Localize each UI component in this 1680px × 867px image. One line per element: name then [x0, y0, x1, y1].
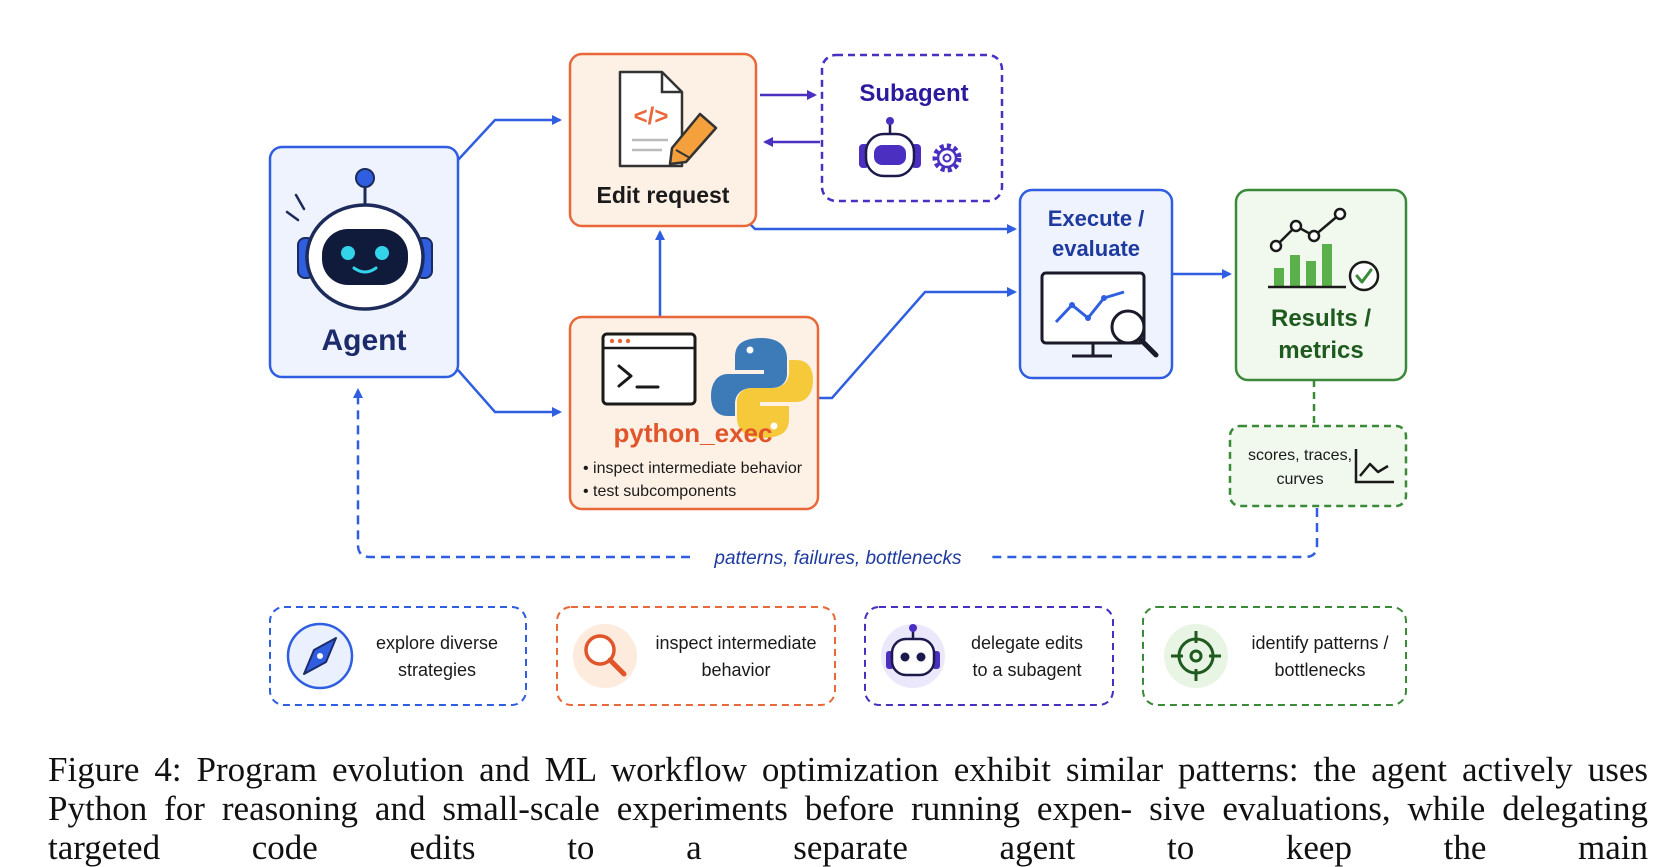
legend-identify-line2: bottlenecks [1274, 660, 1365, 680]
terminal-icon [601, 332, 697, 406]
python-logo-icon [711, 338, 813, 438]
magnifier-icon [1110, 309, 1159, 358]
edit-request-node: </> Edit request [568, 52, 758, 228]
python-exec-node: python_exec • inspect intermediate behav… [568, 315, 820, 511]
arrow-agent-to-edit [457, 115, 562, 161]
legend-explore: explore diverse strategies [269, 606, 527, 706]
figure-caption: Figure 4: Program evolution and ML workf… [48, 750, 1648, 867]
arrow-edit-to-execute [747, 221, 1017, 234]
python-exec-label: python_exec [614, 418, 773, 448]
legend-explore-line2: strategies [398, 660, 476, 680]
legend-explore-line1: explore diverse [376, 633, 498, 653]
feedback-label: patterns, failures, bottlenecks [713, 548, 962, 569]
target-icon [1164, 624, 1228, 688]
gear-icon [932, 143, 962, 173]
line-chart-icon [1354, 449, 1394, 484]
arrow-python-to-execute [818, 287, 1017, 400]
legend-identify-line1: identify patterns / [1251, 633, 1388, 653]
scores-label-line1: scores, traces, [1248, 447, 1352, 464]
execute-label-line1: Execute / [1048, 206, 1145, 231]
subagent-label: Subagent [859, 80, 968, 107]
agent-label: Agent [322, 324, 407, 357]
subagent-node: Subagent [820, 53, 1004, 203]
magnifier-legend-icon [573, 624, 637, 688]
legend-identify: identify patterns / bottlenecks [1142, 606, 1407, 706]
execute-label-line2: evaluate [1052, 236, 1140, 261]
execute-evaluate-node: Execute / evaluate [1018, 188, 1174, 380]
legend-delegate-line1: delegate edits [971, 633, 1083, 653]
code-document-icon: </> [618, 70, 684, 168]
svg-text:</>: </> [634, 103, 669, 130]
robot-icon [285, 168, 433, 311]
results-label-line1: Results / [1271, 305, 1371, 332]
feedback-line-left [353, 388, 690, 559]
results-label-line2: metrics [1278, 337, 1363, 364]
python-bullet-2: • test subcomponents [583, 483, 736, 500]
agent-node: Agent [268, 145, 460, 379]
check-circle-icon [1348, 260, 1380, 292]
robot-legend-icon [881, 624, 945, 688]
python-bullet-1: • inspect intermediate behavior [583, 460, 803, 477]
workflow-diagram: patterns, failures, bottlenecks Agent </… [268, 52, 1408, 706]
legend-inspect-line1: inspect intermediate [655, 633, 816, 653]
pencil-icon [668, 112, 718, 166]
results-metrics-node: Results / metrics [1234, 188, 1408, 382]
scores-label-line2: curves [1276, 471, 1323, 488]
bar-chart-icon [1268, 207, 1347, 289]
arrow-agent-to-python [457, 369, 562, 417]
legend-inspect-line2: behavior [701, 660, 770, 680]
legend-inspect: inspect intermediate behavior [556, 606, 836, 706]
feedback-line-right [987, 508, 1319, 559]
scores-traces-node: scores, traces, curves [1228, 424, 1408, 508]
subagent-robot-icon [859, 117, 921, 178]
edit-request-label: Edit request [597, 182, 730, 208]
compass-icon [286, 622, 354, 690]
legend-delegate: delegate edits to a subagent [864, 606, 1114, 706]
legend-delegate-line2: to a subagent [972, 660, 1081, 680]
